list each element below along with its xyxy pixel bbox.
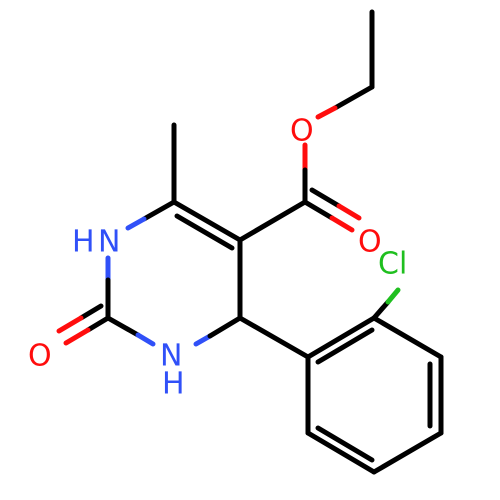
carbonyl-oxygen-label: O <box>358 225 382 260</box>
bond-c4-phenyl <box>237 315 311 360</box>
bond-c2-o-2b <box>56 315 84 334</box>
bond-c2-o-2 <box>78 303 104 321</box>
bond-n3-c4 <box>193 333 213 347</box>
bond-c-cl-b <box>385 287 401 305</box>
bond-c6-c5-inner <box>174 213 235 251</box>
bond-ph-2-3 <box>371 315 444 360</box>
bond-c6-n1-b <box>125 216 147 231</box>
bond-ph-4-5 <box>371 430 444 475</box>
nh-top-n-label: N <box>98 225 120 260</box>
bond-ethyl-ch2 <box>332 84 375 111</box>
ester-oxygen-label: O <box>290 114 314 149</box>
bond-ch2-o <box>315 105 338 120</box>
bond-carbonyl-double-1 <box>302 199 335 221</box>
bond-ph-5-6 <box>305 430 377 475</box>
bond-carbonyl-double-1b <box>329 215 355 233</box>
nh-top-h-label: H <box>72 225 95 260</box>
bond-n3-c4-b <box>207 315 243 339</box>
urea-oxygen-label: O <box>28 339 52 374</box>
chlorine-label: Cl <box>378 247 407 282</box>
bond-ph-1-2 <box>305 315 377 360</box>
bond-c2-o-1b <box>63 327 91 346</box>
bond-carbonyl-double-2b <box>336 203 362 221</box>
bond-c6-c5 <box>171 199 243 243</box>
nh-bottom-n-label: N <box>160 339 182 374</box>
bond-c6-n1 <box>141 199 177 222</box>
bond-c2-n3 <box>105 315 141 338</box>
bond-ph-5-6-inner <box>315 425 375 463</box>
bond-ph-1-2-inner <box>315 327 375 365</box>
bond-c2-n3-b <box>135 332 156 347</box>
bond-c2-o-1 <box>85 315 111 333</box>
bond-carbonyl-double-2 <box>309 187 342 209</box>
bond-carbonyl-c5 <box>237 199 308 243</box>
nh-bottom-h-label: H <box>162 367 185 402</box>
bond-c-cl <box>371 299 391 321</box>
